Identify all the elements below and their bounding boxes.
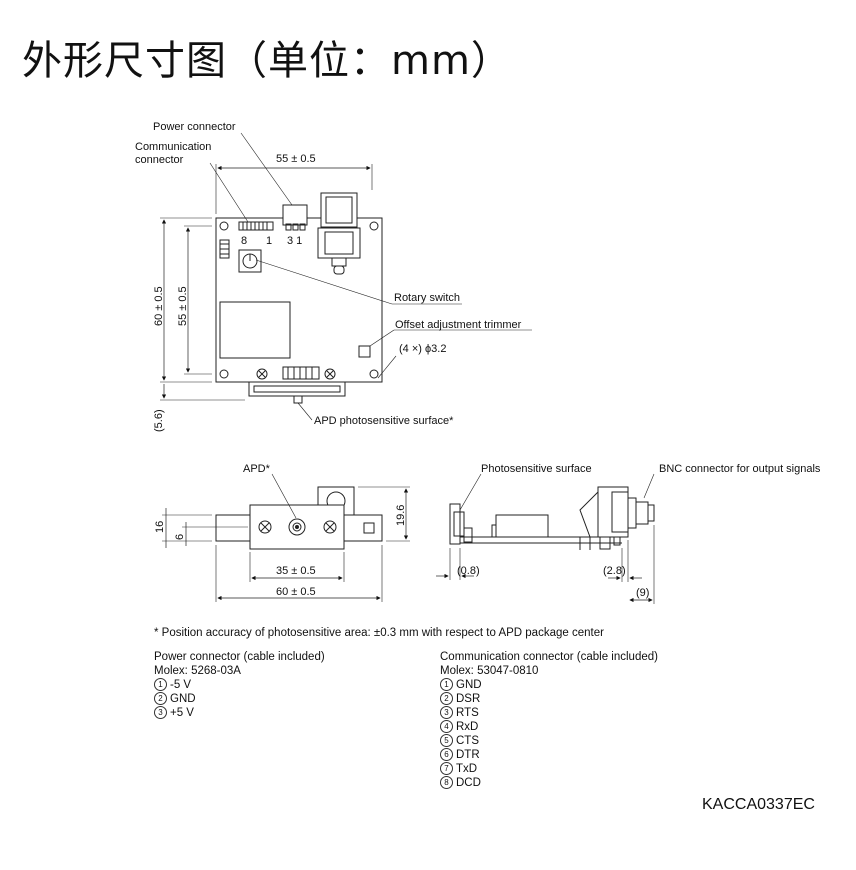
communication-connector-label-line2: connector — [135, 154, 184, 166]
communication-connector-label: Communication — [135, 141, 211, 153]
pin-number: 1 — [154, 678, 167, 691]
offset-trimmer — [358, 345, 371, 358]
inner-height-dimension: 55 ± 0.5 — [177, 286, 189, 326]
board-outline — [215, 217, 383, 383]
pin-8-label: 8 — [241, 235, 247, 247]
outer-height-dimension: 60 ± 0.5 — [153, 286, 165, 326]
dim-0-8: (0.8) — [457, 565, 480, 577]
dim-9: (9) — [636, 587, 649, 599]
power-pins-label: 3 1 — [287, 235, 302, 247]
width-35-dimension: 35 ± 0.5 — [276, 565, 316, 577]
dim-2-8: (2.8) — [603, 565, 626, 577]
side-view — [436, 473, 655, 604]
mount-hole — [369, 369, 379, 379]
pin-label: DSR — [456, 693, 481, 705]
offset-trimmer-label: Offset adjustment trimmer — [395, 319, 522, 331]
power-connector-spec: Power connector (cable included) Molex: … — [154, 650, 325, 720]
width-dimension: 55 ± 0.5 — [276, 153, 316, 165]
height-16-dimension: 16 — [154, 521, 166, 533]
pin-label: +5 V — [170, 707, 194, 719]
pin-number: 3 — [440, 706, 453, 719]
pin-number: 5 — [440, 734, 453, 747]
holes-label: (4 ×) ϕ3.2 — [399, 343, 446, 355]
pin-label: DTR — [456, 749, 480, 761]
height-6-dimension: 6 — [174, 534, 186, 540]
power-pin-1: 1-5 V — [154, 678, 325, 692]
front-view — [162, 473, 410, 602]
top-view — [160, 132, 532, 421]
pin-number: 1 — [440, 678, 453, 691]
pin-number: 7 — [440, 762, 453, 775]
rotary-switch-label: Rotary switch — [394, 292, 460, 304]
power-spec-heading: Power connector (cable included) — [154, 651, 325, 663]
pin-number: 2 — [440, 692, 453, 705]
pin-number: 3 — [154, 706, 167, 719]
power-pin-3: 3+5 V — [154, 706, 325, 720]
apd-element — [288, 518, 306, 536]
mount-hole — [219, 369, 229, 379]
board-component — [219, 301, 291, 359]
mount-hole — [219, 221, 229, 231]
pin-label: -5 V — [170, 679, 192, 691]
power-connector-label: Power connector — [153, 121, 236, 133]
pin-label: RTS — [456, 707, 479, 719]
pin-1-label: 1 — [266, 235, 272, 247]
apd-surface-label: APD photosensitive surface* — [314, 415, 454, 427]
power-connector-body — [282, 204, 308, 226]
height-196-dimension: 19.6 — [395, 505, 407, 526]
width-60-dimension: 60 ± 0.5 — [276, 586, 316, 598]
pin-number: 8 — [440, 776, 453, 789]
communication-connector-body — [238, 221, 274, 231]
pin-number: 6 — [440, 748, 453, 761]
pin-number: 2 — [154, 692, 167, 705]
pin-label: DCD — [456, 777, 481, 789]
communication-connector-spec: Communication connector (cable included)… — [440, 650, 658, 790]
pin-label: GND — [456, 679, 482, 691]
pin-label: TxD — [456, 763, 478, 775]
mount-hole — [369, 221, 379, 231]
bnc-connector-body — [320, 192, 358, 228]
drawing-code: KACCA0337EC — [702, 796, 815, 813]
page-title: 外形尺寸图（单位：mm） — [22, 38, 512, 84]
pin-label: CTS — [456, 735, 479, 747]
apd-bracket — [248, 381, 346, 397]
pin-label: GND — [170, 693, 196, 705]
pin-number: 4 — [440, 720, 453, 733]
photosensitive-surface-label: Photosensitive surface — [481, 463, 592, 475]
power-spec-part: Molex: 5268-03A — [154, 665, 241, 677]
comm-spec-heading: Communication connector (cable included) — [440, 651, 658, 663]
bnc-connector-label: BNC connector for output signals — [659, 463, 821, 475]
rotary-switch — [238, 249, 262, 273]
footnote: * Position accuracy of photosensitive ar… — [154, 627, 604, 639]
comm-spec-part: Molex: 53047-0810 — [440, 665, 539, 677]
apd-label: APD* — [243, 463, 271, 475]
pin-label: RxD — [456, 721, 479, 733]
offset-dimension: (5.6) — [153, 409, 165, 432]
